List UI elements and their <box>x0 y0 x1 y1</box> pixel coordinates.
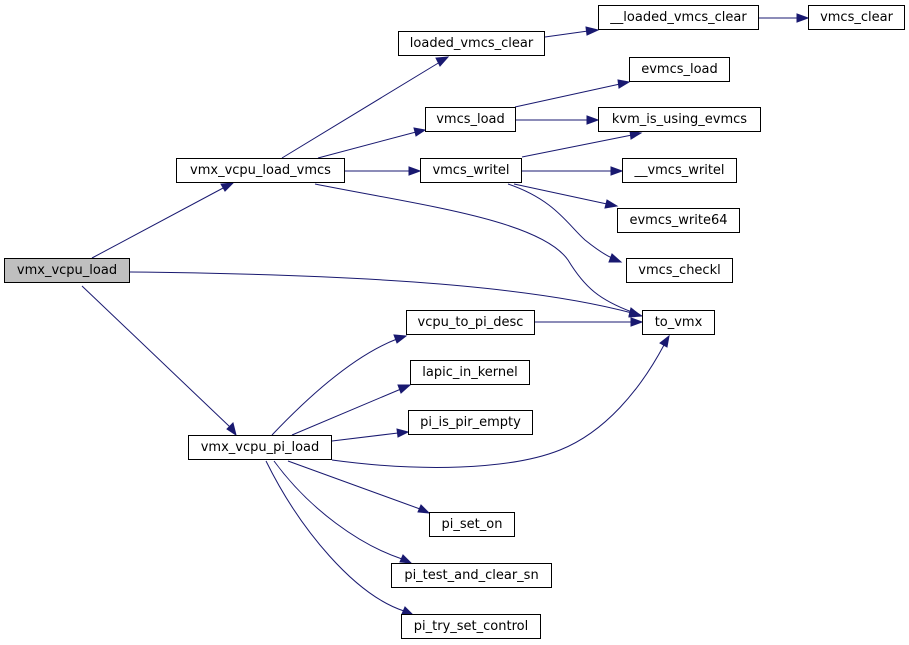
node-pi-test-and-clear-sn[interactable]: pi_test_and_clear_sn <box>391 563 552 588</box>
node-lapic-in-kernel[interactable]: lapic_in_kernel <box>410 360 530 385</box>
arrowhead <box>629 130 643 140</box>
node-vmcs-clear[interactable]: vmcs_clear <box>808 5 905 30</box>
node-kvm-is-using-evmcs[interactable]: kvm_is_using_evmcs <box>598 107 761 132</box>
edge-vmcs-writel-to-vmcs-checkl <box>507 183 613 259</box>
arrowhead <box>397 384 412 394</box>
arrowhead <box>399 554 413 564</box>
edge-vmx-vcpu-load-to-to-vmx <box>129 271 633 314</box>
edge-vmx-vcpu-pi-load-to-pi-is-pir-empty <box>331 432 399 442</box>
node-vcpu-to-pi-desc[interactable]: vcpu_to_pi_desc <box>406 310 535 335</box>
node-vmx-vcpu-load: vmx_vcpu_load <box>4 258 130 283</box>
arrowhead <box>608 253 623 263</box>
node-vmcs-writel[interactable]: vmcs_writel <box>420 158 522 183</box>
arrowhead <box>617 79 631 89</box>
node-vmx-vcpu-load-vmcs[interactable]: vmx_vcpu_load_vmcs <box>176 158 345 183</box>
node-vmcs-checkl[interactable]: vmcs_checkl <box>626 258 733 283</box>
arrowhead <box>630 317 644 327</box>
arrowhead <box>604 199 619 209</box>
node-vmcs-load[interactable]: vmcs_load <box>425 107 516 132</box>
arrowhead <box>396 428 410 438</box>
node-to-vmx[interactable]: to_vmx <box>642 310 715 335</box>
edge-vmcs-writel-to-evmcs-write64 <box>513 183 608 205</box>
arrowhead <box>586 115 600 125</box>
node-evmcs-write64[interactable]: evmcs_write64 <box>617 208 740 233</box>
edge-loaded-vmcs-clear-to-underscore-loaded-vmcs-clear <box>544 30 589 38</box>
arrowhead <box>393 334 408 344</box>
arrowhead <box>659 334 670 348</box>
arrowhead <box>226 422 237 437</box>
arrowhead <box>417 504 431 514</box>
edge-vmx-vcpu-pi-load-to-lapic-in-kernel <box>291 388 402 436</box>
edge-vmx-vcpu-load-vmcs-to-vmcs-load <box>317 131 417 159</box>
edge-vmx-vcpu-pi-load-to-pi-test-and-clear-sn <box>273 460 403 560</box>
node-underscore-loaded-vmcs-clear[interactable]: __loaded_vmcs_clear <box>598 5 759 30</box>
edge-vmx-vcpu-pi-load-to-pi-set-on <box>287 460 421 510</box>
edge-vmx-vcpu-load-vmcs-to-loaded-vmcs-clear <box>281 61 441 159</box>
arrowhead <box>408 166 422 176</box>
arrowhead <box>610 166 624 176</box>
arrowhead <box>796 13 810 23</box>
node-loaded-vmcs-clear[interactable]: loaded_vmcs_clear <box>398 31 545 56</box>
edge-vmcs-load-to-evmcs-load <box>514 83 621 108</box>
arrowhead <box>220 182 235 192</box>
edge-vmx-vcpu-pi-load-to-to-vmx <box>331 344 665 468</box>
edge-vmx-vcpu-pi-load-to-pi-try-set-control <box>265 460 405 612</box>
arrowhead <box>628 307 643 317</box>
node-pi-is-pir-empty[interactable]: pi_is_pir_empty <box>408 410 533 435</box>
node-vmx-vcpu-pi-load[interactable]: vmx_vcpu_pi_load <box>188 435 332 460</box>
edge-vmx-vcpu-load-vmcs-to-to-vmx <box>314 183 633 313</box>
arrowhead <box>585 26 600 36</box>
arrowhead <box>413 127 427 137</box>
node-pi-try-set-control[interactable]: pi_try_set_control <box>401 614 541 639</box>
edge-vmx-vcpu-load-to-vmx-vcpu-pi-load <box>81 285 231 428</box>
node-underscore-vmcs-writel[interactable]: __vmcs_writel <box>622 158 737 183</box>
edge-vmcs-writel-to-kvm-is-using-evmcs <box>521 134 633 158</box>
edge-vmx-vcpu-load-to-vmx-vcpu-load-vmcs <box>91 186 226 259</box>
arrowhead <box>435 56 450 67</box>
node-pi-set-on[interactable]: pi_set_on <box>429 512 515 537</box>
edge-vmx-vcpu-pi-load-to-vcpu-to-pi-desc <box>271 338 398 436</box>
node-evmcs-load[interactable]: evmcs_load <box>629 57 730 82</box>
